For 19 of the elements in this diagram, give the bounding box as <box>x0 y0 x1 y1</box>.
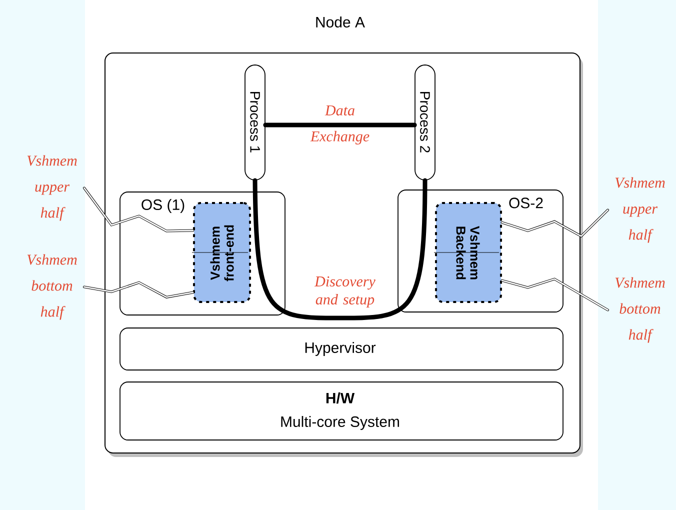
note-text: Vshmem upper half <box>615 177 665 243</box>
lightning-leader <box>83 281 194 298</box>
process-pill: Process 1 <box>244 64 266 180</box>
hardware-box: H/W Multi-core System <box>120 382 564 440</box>
connector-line <box>263 122 417 128</box>
shared-memory-box: Vshmem Backend <box>434 202 502 303</box>
note-text: Vshmem bottom half <box>615 277 665 343</box>
edge-label: Discovery and setup <box>314 276 376 308</box>
hypervisor-box: Hypervisor <box>120 328 564 370</box>
process-pill: Process 2 <box>414 64 436 180</box>
lightning-leader <box>83 186 194 232</box>
edge-label: Data Exchange <box>310 106 370 144</box>
lightning-leader <box>500 208 609 238</box>
shared-memory-box: Vshmem front-end <box>192 202 251 303</box>
note-text: Vshmem upper half <box>27 155 77 221</box>
note-text: Vshmem bottom half <box>27 254 77 320</box>
connector-line <box>252 178 428 320</box>
lightning-leader <box>500 278 609 312</box>
node-label: Node A <box>316 16 365 28</box>
